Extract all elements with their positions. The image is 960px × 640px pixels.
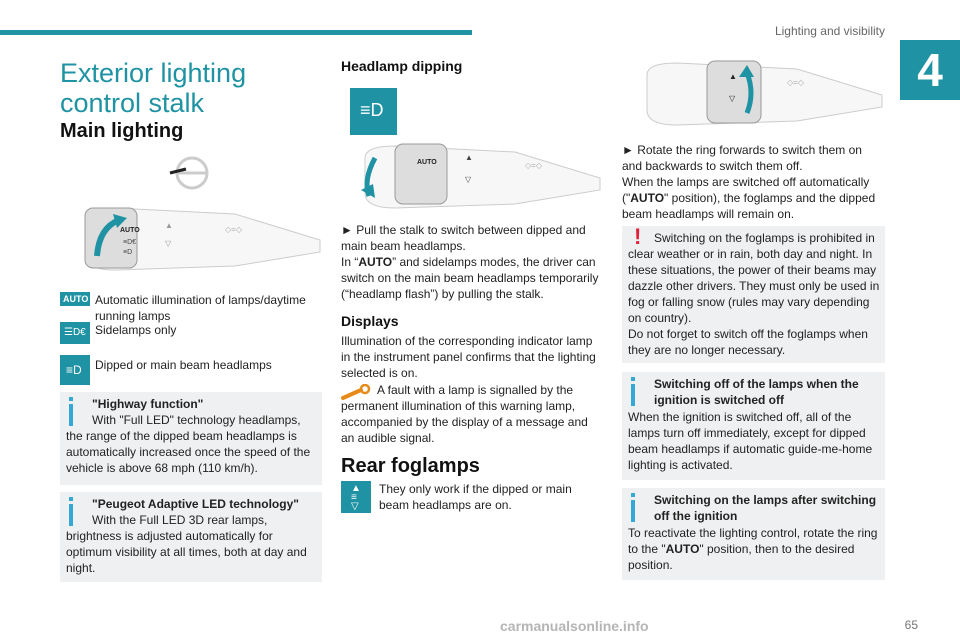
- legend-sidelamps-text: Sidelamps only: [95, 323, 177, 337]
- note-ignition-off: Switching off of the lamps when the igni…: [622, 372, 885, 480]
- note-title: "Highway function": [92, 397, 204, 411]
- svg-text:◇=◇: ◇=◇: [787, 78, 805, 87]
- info-icon: [631, 377, 635, 406]
- svg-text:◇=◇: ◇=◇: [525, 161, 543, 170]
- info-icon: [631, 493, 635, 522]
- page-number: 65: [904, 618, 918, 632]
- note-body: With "Full LED" technology headlamps, th…: [66, 413, 311, 475]
- info-icon: [69, 497, 73, 526]
- warning-text: Switching on the foglamps is prohibited …: [628, 231, 880, 325]
- warning-text-2: Do not forget to switch off the foglamps…: [628, 327, 868, 357]
- legend-auto-text: Automatic illumination of lamps/daytime …: [95, 293, 306, 323]
- headlamp-stalk-illustration: AUTO ▲ ▽ ◇=◇: [361, 143, 601, 209]
- stalk-auto-label: AUTO: [417, 159, 437, 166]
- legend-dipped-text: Dipped or main beam headlamps: [95, 358, 272, 372]
- stalk-auto-label: AUTO: [120, 227, 140, 234]
- auto-icon: AUTO: [60, 292, 90, 306]
- wrench-warning-icon: [341, 384, 371, 400]
- rear-foglamps-heading: Rear foglamps: [341, 455, 480, 477]
- dipped-beam-icon: ≡D: [60, 355, 90, 385]
- headlamp-dipping-heading: Headlamp dipping: [341, 58, 463, 74]
- section-title: Lighting and visibility: [774, 24, 885, 38]
- warning-icon: !: [634, 224, 642, 249]
- watermark: carmanualsonline.info: [500, 618, 649, 634]
- page-title: Exterior lighting control stalk: [60, 58, 247, 118]
- info-icon: [69, 397, 73, 426]
- foglamp-ring-illustration: ▲ ▽ ◇=◇: [646, 60, 883, 126]
- svg-text:◇=◇: ◇=◇: [225, 225, 243, 234]
- fault-text: A fault with a lamp is signalled by the …: [341, 383, 588, 445]
- warning-foglamps: ! Switching on the foglamps is prohibite…: [622, 224, 885, 363]
- note-title: Switching off of the lamps when the igni…: [654, 377, 859, 407]
- main-beam-icon: ≡D: [350, 88, 397, 135]
- svg-text:≡D€: ≡D€: [123, 239, 136, 246]
- header-bar: [0, 30, 472, 35]
- note-adaptive-led: "Peugeot Adaptive LED technology" With t…: [60, 492, 322, 582]
- pull-instructions: ► Pull the stalk to switch between dippe…: [341, 223, 599, 301]
- lighting-stalk-illustration: AUTO ≡D€ ≡D ▲ ▽ ◇=◇: [84, 207, 321, 271]
- steering-wheel-icon: [169, 156, 209, 190]
- displays-text: Illumination of the corresponding indica…: [341, 334, 596, 380]
- svg-text:≡D: ≡D: [123, 249, 132, 256]
- svg-text:▽: ▽: [729, 94, 736, 103]
- chapter-number: 4: [900, 40, 960, 100]
- main-lighting-heading: Main lighting: [60, 120, 184, 142]
- svg-text:▲: ▲: [165, 221, 173, 230]
- note-body: With the Full LED 3D rear lamps, brightn…: [66, 513, 307, 575]
- note-highway-function: "Highway function" With "Full LED" techn…: [60, 392, 322, 485]
- svg-text:▲: ▲: [729, 72, 737, 81]
- note-body: To reactivate the lighting control, rota…: [628, 526, 878, 572]
- sidelamps-icon: ☰D€: [60, 322, 90, 344]
- svg-text:▲: ▲: [465, 153, 473, 162]
- note-reactivate-lamps: Switching on the lamps after switching o…: [622, 488, 885, 580]
- rear-foglamps-text: They only work if the dipped or main bea…: [379, 482, 572, 512]
- note-title: Switching on the lamps after switching o…: [654, 493, 877, 523]
- rotate-ring-instructions: ► Rotate the ring forwards to switch the…: [622, 143, 876, 221]
- note-body: When the ignition is switched off, all o…: [628, 410, 873, 472]
- svg-text:▽: ▽: [165, 239, 172, 248]
- svg-text:▽: ▽: [465, 175, 472, 184]
- note-title: "Peugeot Adaptive LED technology": [92, 497, 299, 511]
- rear-foglamp-icon: ▲≡▽: [341, 481, 371, 513]
- displays-heading: Displays: [341, 313, 399, 329]
